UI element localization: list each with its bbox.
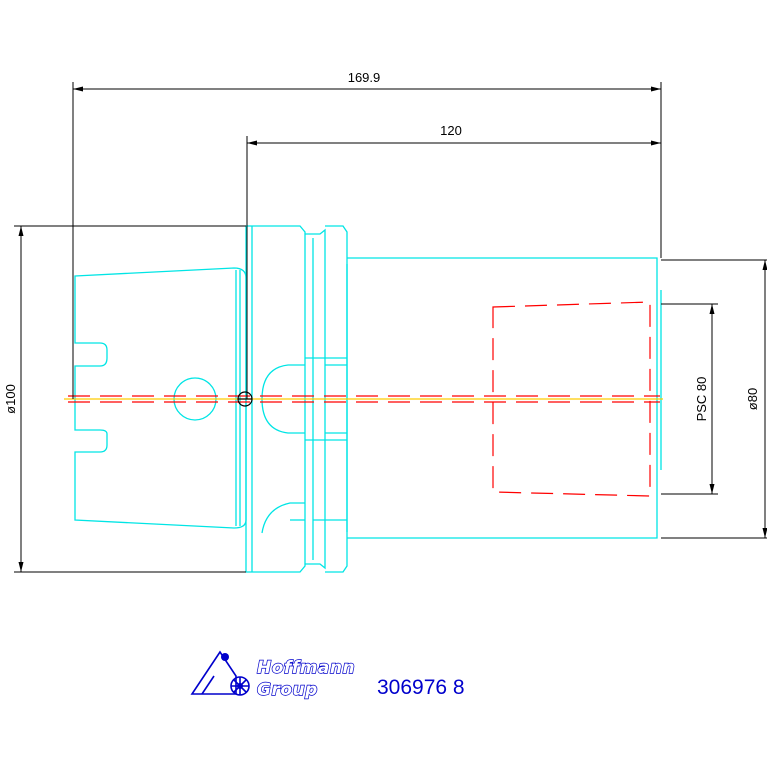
left-body: [74, 267, 247, 529]
dimension-shank-diameter: ø80: [745, 388, 760, 410]
brand-name-line1: Hoffmann: [257, 658, 355, 678]
dimension-lines: [14, 82, 767, 573]
gauge-point-marker: [237, 391, 253, 407]
dimension-gauge-length: 120: [440, 123, 462, 138]
hidden-bore-lines: [68, 301, 660, 497]
brand-name-line2: Group: [257, 680, 318, 700]
dimension-interface-psc: PSC 80: [694, 377, 709, 422]
dimension-flange-diameter: ø100: [3, 384, 18, 414]
hoffmann-group-logo-icon: [190, 650, 250, 696]
part-number: 306976 8: [377, 676, 465, 699]
dimension-overall-length: 169.9: [348, 70, 381, 85]
shank: [347, 257, 658, 539]
